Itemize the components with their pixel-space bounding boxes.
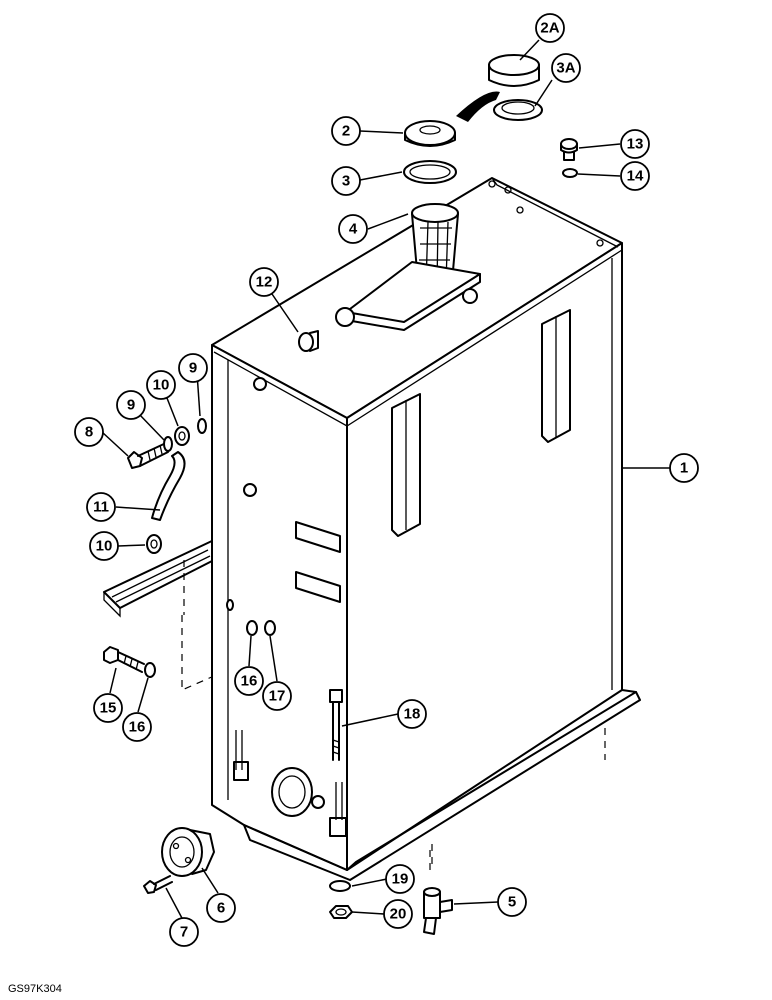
filter-cover-6 (161, 827, 215, 877)
callout-label: 19 (392, 871, 409, 888)
callout-10b: 10 (89, 531, 119, 561)
washer-16 (144, 662, 156, 678)
nut-20 (329, 905, 353, 919)
callout-label: 6 (217, 900, 225, 917)
callout-15: 15 (93, 693, 123, 723)
callout-label: 12 (256, 274, 273, 291)
mounting-lugs (243, 309, 571, 603)
callout-3: 3 (331, 166, 361, 196)
callout-label: 3A (556, 60, 575, 77)
callout-label: 17 (269, 688, 286, 705)
callout-2a: 2A (535, 13, 565, 43)
callout-11: 11 (86, 492, 116, 522)
bolt-15 (103, 646, 145, 673)
callout-16a: 16 (234, 666, 264, 696)
callout-5: 5 (497, 887, 527, 917)
outlet-port (233, 730, 347, 837)
hose-11 (151, 451, 186, 521)
screw-7 (143, 875, 173, 894)
callout-label: 2 (342, 123, 350, 140)
callout-12: 12 (249, 267, 279, 297)
callout-7: 7 (169, 917, 199, 947)
bolt-18 (329, 689, 343, 761)
callout-18: 18 (397, 699, 427, 729)
callout-16b: 16 (122, 712, 152, 742)
callout-label: 5 (508, 894, 516, 911)
callout-label: 8 (85, 424, 93, 441)
side-washers (226, 599, 276, 636)
callout-label: 14 (627, 168, 644, 185)
alternative-arrow (456, 91, 500, 122)
drawing-reference-code: GS97K304 (8, 983, 62, 995)
plug-12 (298, 330, 319, 352)
callout-13: 13 (620, 129, 650, 159)
callout-19: 19 (385, 864, 415, 894)
callout-label: 10 (153, 377, 170, 394)
callout-10a: 10 (146, 370, 176, 400)
callout-2: 2 (331, 116, 361, 146)
callout-label: 18 (404, 706, 421, 723)
callout-label: 16 (241, 673, 258, 690)
washer-9b (197, 418, 207, 434)
callout-label: 13 (627, 136, 644, 153)
callout-label: 9 (127, 397, 135, 414)
filler-strainer (335, 203, 481, 331)
callout-1: 1 (669, 453, 699, 483)
callout-label: 15 (100, 700, 117, 717)
callout-label: 9 (189, 360, 197, 377)
seal-3a (493, 99, 543, 121)
callout-17: 17 (262, 681, 292, 711)
callout-label: 1 (680, 460, 688, 477)
callout-9a: 9 (116, 390, 146, 420)
callout-label: 11 (93, 499, 109, 516)
callout-label: 7 (180, 924, 188, 941)
callout-label: 2A (540, 20, 559, 37)
plug-13 (560, 138, 578, 161)
callout-9b: 9 (178, 353, 208, 383)
banjo-10b (146, 534, 162, 554)
callout-label: 3 (342, 173, 350, 190)
callout-label: 10 (96, 538, 113, 555)
callout-label: 20 (390, 906, 407, 923)
mounting-bracket (103, 539, 215, 691)
washer-9a (163, 436, 173, 452)
breather-cap (404, 120, 456, 147)
callout-6: 6 (206, 893, 236, 923)
callout-4: 4 (338, 214, 368, 244)
washer-14 (562, 168, 578, 178)
seal-ring (403, 160, 457, 184)
callout-label: 16 (129, 719, 146, 736)
bolt-8 (127, 442, 169, 469)
callout-3a: 3A (551, 53, 581, 83)
drain-valve-5 (423, 887, 453, 935)
callout-label: 4 (349, 221, 358, 238)
cap-2a (488, 54, 540, 87)
banjo-10 (174, 426, 190, 446)
callout-14: 14 (620, 161, 650, 191)
callout-20: 20 (383, 899, 413, 929)
washer-19 (329, 880, 351, 892)
callout-8: 8 (74, 417, 104, 447)
